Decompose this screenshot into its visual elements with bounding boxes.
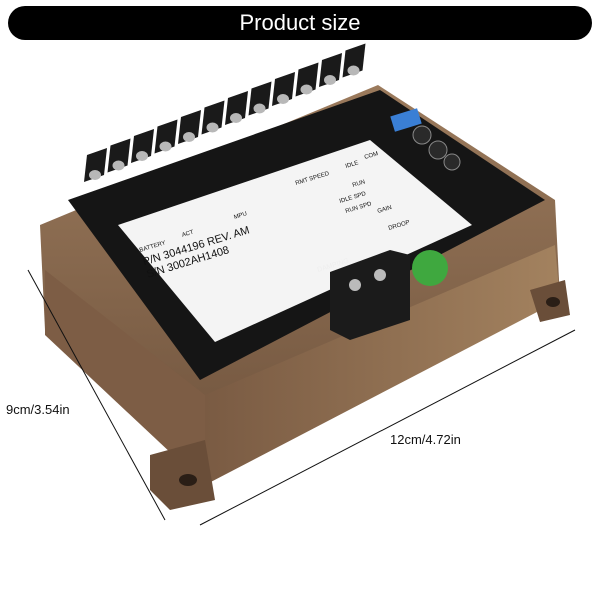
potentiometer-icon — [428, 140, 448, 160]
dip-switch-icon — [390, 108, 422, 132]
screw-terminal — [342, 43, 366, 78]
spec-label: BATTERY ACT MPU P/N 3044196 REV. AM S/N … — [118, 140, 472, 342]
run-text: RUN — [352, 179, 366, 189]
screw-icon — [89, 170, 101, 180]
height-dimension-label: 9cm/3.54in — [6, 402, 70, 417]
width-dimension-line — [199, 329, 576, 526]
screw-icon — [136, 151, 148, 161]
height-dimension-line — [27, 269, 166, 521]
idle-text: IDLE — [345, 160, 360, 170]
product-size-banner: Product size — [8, 6, 592, 40]
com-text: COM — [364, 151, 379, 161]
screw-terminal — [295, 62, 319, 97]
screw-icon — [183, 132, 195, 142]
screw-terminal — [154, 119, 178, 154]
screw-icon — [230, 113, 242, 123]
banner-title: Product size — [239, 10, 361, 35]
screw-icon — [206, 122, 219, 133]
screw-icon — [159, 141, 172, 152]
screw-terminal — [225, 91, 248, 125]
screw-icon — [253, 103, 266, 114]
terminal-block — [84, 43, 366, 182]
screw-terminal — [84, 148, 107, 182]
screw-icon — [112, 160, 125, 171]
screw-terminal — [319, 53, 342, 87]
screw-icon — [300, 84, 313, 95]
screw-icon — [277, 94, 289, 104]
dimension-lines — [27, 269, 576, 526]
mounting-hole-icon — [179, 474, 197, 486]
gain-text: GAIN — [377, 205, 393, 215]
screw-terminal — [201, 100, 225, 135]
screw-terminal — [107, 138, 131, 173]
screw-terminal — [248, 81, 272, 116]
act-text: ACT — [181, 229, 195, 238]
screw-terminal — [272, 72, 295, 106]
screw-icon — [347, 65, 360, 76]
mpu-text: MPU — [233, 211, 248, 221]
qc-sticker-icon — [412, 250, 448, 286]
potentiometer-icon — [412, 125, 432, 145]
screw-terminal — [131, 129, 154, 163]
mounting-tab-front — [150, 440, 215, 510]
potentiometer-icon — [443, 153, 461, 171]
screw-terminal — [178, 110, 201, 144]
screw-icon — [324, 75, 336, 85]
width-dimension-label: 12cm/4.72in — [390, 432, 461, 447]
